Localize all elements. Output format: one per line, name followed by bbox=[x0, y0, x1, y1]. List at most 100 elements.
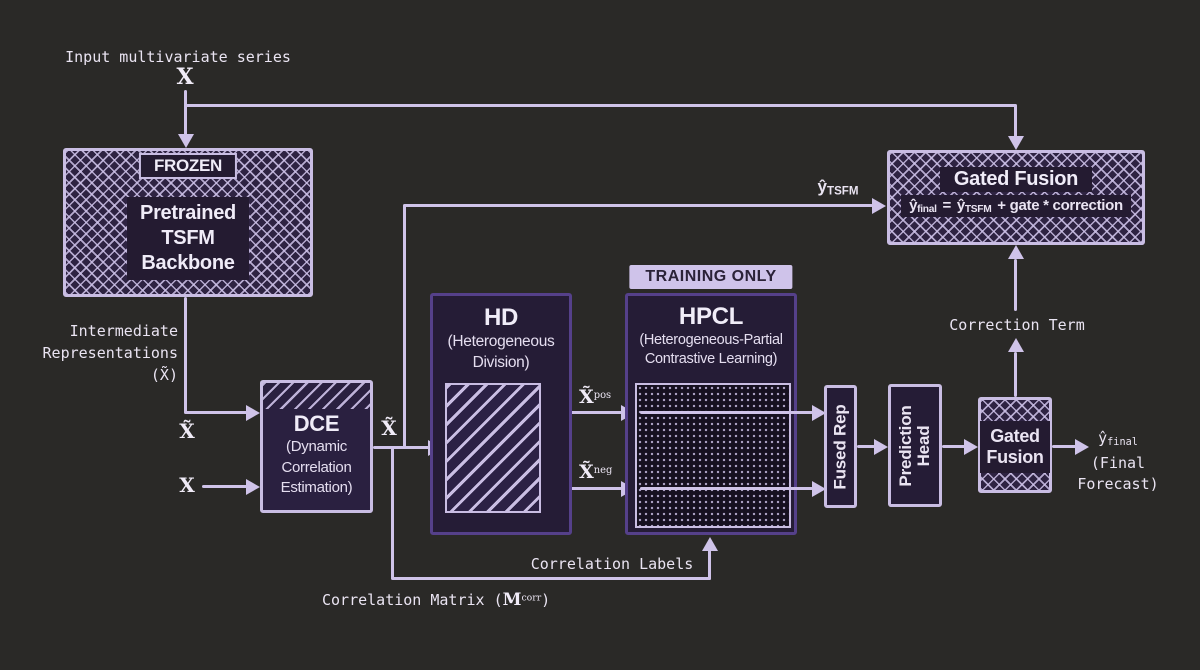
xtilde-output-label: X̃ bbox=[381, 416, 397, 440]
line-xneg-a bbox=[537, 487, 622, 490]
final-forecast-label: ŷfinal (Final Forecast) bbox=[1077, 428, 1158, 495]
line-xpos-inside bbox=[640, 411, 800, 414]
hpcl-title: HPCL bbox=[678, 303, 744, 330]
dce-sub3: Estimation) bbox=[280, 478, 353, 496]
prediction-head-label: Prediction Head bbox=[891, 387, 939, 504]
line-fused-to-pred bbox=[857, 445, 875, 448]
line-xpos-a bbox=[537, 411, 622, 414]
final-yhat-base: ŷ bbox=[1098, 429, 1108, 447]
line-corr-labels-horizontal bbox=[391, 577, 711, 580]
dce-box: DCE (Dynamic Correlation Estimation) bbox=[260, 380, 373, 513]
line-xtilde-to-dce bbox=[184, 411, 248, 414]
arrowhead-labels-into-hpcl bbox=[702, 537, 718, 551]
arrowhead-ytsfm-into-bigfusion bbox=[872, 198, 886, 214]
line-x-top-branch bbox=[184, 104, 1016, 107]
arrowhead-into-gf-small bbox=[964, 439, 978, 455]
arrowhead-xpos-into-fused bbox=[812, 405, 826, 421]
xtilde-input-label: X̃ bbox=[179, 419, 195, 443]
gated-fusion-big-title: Gated Fusion bbox=[939, 167, 1093, 192]
arrowhead-into-bigfusion-top bbox=[1008, 136, 1024, 150]
line-dce-to-hd bbox=[373, 446, 430, 449]
dce-title: DCE bbox=[293, 411, 340, 436]
arrowhead-into-final bbox=[1075, 439, 1089, 455]
line-gf-to-final bbox=[1052, 445, 1077, 448]
intermediate-representations-label: Intermediate Representations (X̃) bbox=[43, 320, 178, 386]
line-x-to-backbone bbox=[184, 90, 187, 136]
backbone-title-line2: Backbone bbox=[141, 252, 235, 274]
hpcl-sub2: Contrastive Learning) bbox=[644, 351, 778, 368]
correlation-matrix-sup: corr bbox=[521, 592, 542, 604]
arrowhead-into-pred bbox=[874, 439, 888, 455]
hd-sub1: (Heterogeneous bbox=[447, 332, 555, 350]
line-gf-to-correction bbox=[1014, 352, 1017, 397]
line-xneg-inside bbox=[640, 487, 800, 490]
formula-yhat-final: ŷ bbox=[909, 197, 918, 214]
frozen-tag: FROZEN bbox=[138, 153, 238, 179]
backbone-box: FROZEN Pretrained TSFM Backbone bbox=[63, 148, 313, 297]
arrowhead-xtilde-into-dce bbox=[246, 405, 260, 421]
correction-term-label: Correction Term bbox=[949, 316, 1085, 334]
gated-fusion-big-box: Gated Fusion ŷfinal = ŷTSFM + gate * cor… bbox=[887, 150, 1145, 245]
line-x-to-dce bbox=[202, 485, 248, 488]
hpcl-box: TRAINING ONLY HPCL (Heterogeneous-Partia… bbox=[625, 265, 797, 535]
prediction-head-box: Prediction Head bbox=[888, 384, 942, 507]
fused-rep-box: Fused Rep bbox=[824, 385, 857, 508]
training-only-tag: TRAINING ONLY bbox=[629, 265, 793, 289]
line-ytsfm-vertical bbox=[403, 205, 406, 448]
fused-rep-label: Fused Rep bbox=[830, 403, 850, 490]
prediction-head-line2: Head bbox=[914, 425, 933, 466]
line-corr-labels-up bbox=[708, 550, 711, 580]
arrowhead-into-backbone bbox=[178, 134, 194, 148]
formula-yhat-tsfm: ŷ bbox=[956, 197, 965, 214]
hd-box: HD (Heterogeneous Division) bbox=[430, 293, 572, 535]
ytsfm-base: ŷ bbox=[817, 177, 828, 196]
gated-fusion-small-box: Gated Fusion bbox=[978, 397, 1052, 493]
gated-fusion-small-line1: Gated bbox=[990, 426, 1040, 447]
intermediate-line3: (X̃) bbox=[150, 366, 178, 384]
backbone-title-band: Pretrained TSFM Backbone bbox=[127, 197, 249, 280]
arrowhead-into-bigfusion-bottom bbox=[1008, 245, 1024, 259]
prediction-head-line1: Prediction bbox=[895, 404, 915, 487]
intermediate-line1: Intermediate bbox=[69, 322, 178, 340]
arrowhead-x-into-dce bbox=[246, 479, 260, 495]
x-input-label: X bbox=[179, 473, 195, 497]
formula-sub-tsfm: TSFM bbox=[964, 204, 992, 216]
formula-equals: = bbox=[942, 197, 951, 214]
line-x-to-gated-fusion bbox=[1014, 104, 1017, 138]
final-yhat-line: ŷfinal bbox=[1077, 428, 1158, 453]
final-line2: (Final bbox=[1090, 454, 1146, 473]
hd-sub2: Division) bbox=[472, 353, 530, 371]
backbone-title-line1: Pretrained TSFM bbox=[140, 202, 236, 249]
correlation-matrix-label: Correlation Matrix (Mcorr) bbox=[322, 590, 550, 610]
hpcl-dots-panel bbox=[635, 383, 791, 528]
line-corr-matrix-down bbox=[391, 447, 394, 579]
formula-sub-final: final bbox=[917, 204, 937, 216]
gated-fusion-small-line2: Fusion bbox=[986, 447, 1044, 467]
dce-sub2: Correlation bbox=[281, 458, 352, 476]
hd-hatch-panel bbox=[445, 383, 541, 513]
ytsfm-label: ŷTSFM bbox=[818, 177, 859, 198]
xneg-base: X̃ bbox=[579, 461, 594, 483]
line-ytsfm-horizontal bbox=[403, 204, 873, 207]
correlation-labels-label: Correlation Labels bbox=[530, 555, 694, 573]
correlation-matrix-post: ) bbox=[541, 591, 551, 609]
dce-hatch-band bbox=[263, 383, 370, 409]
gated-fusion-formula: ŷfinal = ŷTSFM + gate * correction bbox=[901, 195, 1131, 218]
correlation-matrix-m: M bbox=[502, 590, 522, 610]
input-series-caption: Input multivariate series bbox=[65, 48, 291, 66]
arrowhead-correction-up bbox=[1008, 338, 1024, 352]
xpos-base: X̃ bbox=[579, 386, 594, 408]
ytsfm-sub: TSFM bbox=[827, 185, 859, 198]
correlation-matrix-pre: Correlation Matrix ( bbox=[322, 591, 503, 609]
xpos-label: X̃pos bbox=[579, 386, 611, 408]
line-backbone-out bbox=[184, 297, 187, 413]
line-pred-to-gf bbox=[942, 445, 969, 448]
final-yhat-sub: final bbox=[1107, 437, 1138, 449]
input-x-symbol: X bbox=[176, 64, 194, 90]
xneg-sup: neg bbox=[593, 465, 613, 477]
intermediate-line2: Representations bbox=[42, 344, 178, 362]
hpcl-sub1: (Heterogeneous-Partial bbox=[639, 331, 783, 348]
arrowhead-xneg-into-fused bbox=[812, 481, 826, 497]
final-line3: Forecast) bbox=[1077, 475, 1159, 494]
